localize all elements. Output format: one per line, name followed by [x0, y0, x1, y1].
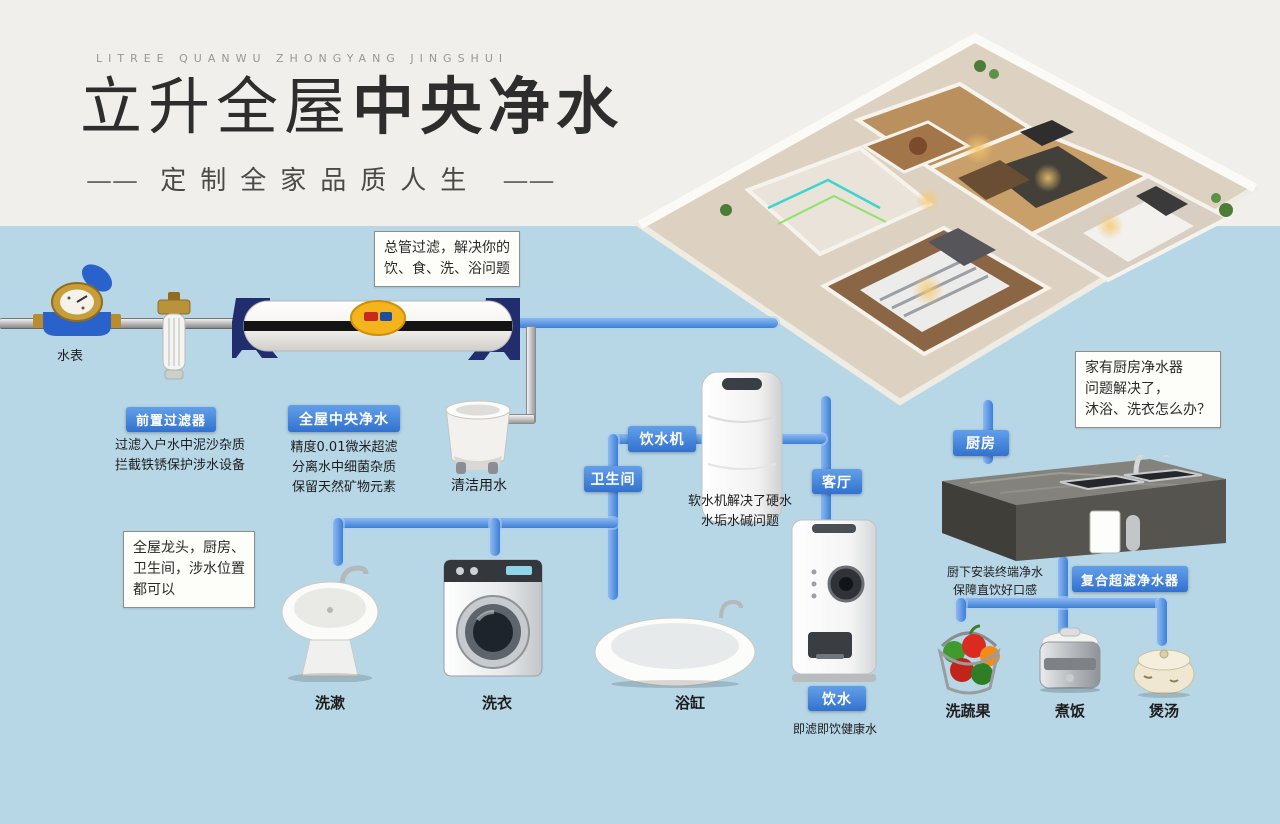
laundry-branch-pipe — [336, 518, 618, 528]
kitchen-counter-graphic — [942, 455, 1226, 561]
water-meter-graphic — [33, 264, 121, 336]
soup-drop-pipe — [1157, 598, 1167, 646]
prefilter-graphic — [157, 292, 191, 380]
basin-drop-pipe — [333, 518, 343, 566]
kitchen-question-callout: 家有厨房净水器 问题解决了， 沐浴、洗衣怎么办？ — [1075, 351, 1221, 428]
composite-purifier-badge: 复合超滤净水器 — [1072, 566, 1188, 592]
central-purifier-graphic — [232, 298, 520, 360]
kitchen-terminal-note: 厨下安装终端净水 保障直饮好口感 — [933, 563, 1057, 599]
kitchen-question-line2: 问题解决了， — [1085, 381, 1169, 397]
whole-house-callout-line1: 全屋龙头，厨房、 — [133, 540, 245, 556]
water-meter-label: 水表 — [56, 349, 83, 364]
house-floorplan-graphic — [634, 32, 1258, 406]
main-pipe-callout-line1: 总管过滤，解决你的 — [384, 240, 510, 256]
page-title-bold: 中央净水 — [352, 70, 625, 143]
whole-house-callout-line3: 都可以 — [133, 582, 175, 598]
softener-note: 软水机解决了硬水 水垢水碱问题 — [655, 492, 825, 532]
water-softener-graphic — [701, 371, 783, 523]
kitchen-branch-pipe — [956, 598, 1166, 608]
inlet-steel-pipe — [0, 318, 245, 329]
wash-basin-graphic — [281, 565, 379, 682]
header-latin-tagline: LITREE QUANWU ZHONGYANG JINGSHUI — [96, 52, 509, 65]
whole-house-callout: 全屋龙头，厨房、 卫生间，涉水位置 都可以 — [123, 531, 255, 608]
mop-sink-graphic — [445, 400, 511, 474]
living-room-badge: 客厅 — [812, 469, 862, 494]
kitchen-terminal-line2: 保障直饮好口感 — [952, 583, 1037, 597]
subtitle-text: 定制全家品质人生 — [160, 166, 481, 196]
page-title: 立升全屋中央净水 — [80, 76, 624, 138]
washer-label: 洗衣 — [481, 694, 512, 712]
bathroom-drop-pipe — [608, 434, 618, 600]
softener-note-line1: 软水机解决了硬水 — [687, 494, 792, 509]
central-note-line1: 精度0.01微米超滤 — [290, 440, 398, 455]
central-note-line3: 保留天然矿物元素 — [291, 480, 396, 495]
prefilter-badge: 前置过滤器 — [126, 407, 216, 432]
rice-label: 煮饭 — [1054, 702, 1085, 720]
main-pipe-callout-line2: 饮、食、洗、浴问题 — [384, 261, 510, 277]
kitchen-question-line3: 沐浴、洗衣怎么办？ — [1085, 402, 1211, 418]
prefilter-note-line2: 拦截铁锈保护涉水设备 — [114, 458, 245, 473]
subtitle-dash-left: —— — [86, 166, 138, 196]
washer-drop-pipe — [490, 518, 500, 556]
main-blue-pipe — [512, 318, 778, 328]
kitchen-terminal-line1: 厨下安装终端净水 — [946, 565, 1043, 579]
bathtub-graphic — [594, 599, 756, 688]
drink-note: 即滤即饮健康水 — [792, 722, 877, 736]
drink-badge: 饮水 — [808, 686, 866, 711]
mop-sink-pipe-vertical — [526, 326, 536, 423]
veggies-drop-pipe — [956, 598, 966, 622]
rice-cooker-graphic — [1039, 627, 1101, 693]
washing-machine-graphic — [443, 559, 543, 677]
main-pipe-callout: 总管过滤，解决你的 饮、食、洗、浴问题 — [374, 231, 520, 287]
central-note-line2: 分离水中细菌杂质 — [291, 460, 396, 475]
bathroom-badge: 卫生间 — [584, 466, 642, 492]
central-purifier-badge: 全屋中央净水 — [288, 405, 400, 432]
mop-sink-label: 清洁用水 — [451, 478, 507, 494]
whole-house-callout-line2: 卫生间，涉水位置 — [133, 561, 245, 577]
page-subtitle: —— 定制全家品质人生 —— — [86, 160, 555, 197]
basin-label: 洗漱 — [314, 694, 345, 712]
dispenser-badge: 饮水机 — [628, 426, 696, 452]
veggies-label: 洗蔬果 — [945, 702, 991, 720]
kitchen-question-line1: 家有厨房净水器 — [1085, 360, 1183, 376]
softener-note-line2: 水垢水碱问题 — [700, 514, 779, 529]
living-room-drop-pipe — [821, 396, 831, 524]
prefilter-note-line1: 过滤入户水中泥沙杂质 — [114, 438, 245, 453]
bathtub-label: 浴缸 — [674, 694, 705, 712]
page-title-light: 立升全屋 — [80, 70, 353, 143]
subtitle-dash-right: —— — [502, 166, 555, 196]
kitchen-badge: 厨房 — [953, 430, 1009, 456]
water-dispenser-graphic — [791, 519, 877, 682]
undersink-drop-pipe — [1058, 556, 1068, 638]
soup-label: 煲汤 — [1148, 702, 1179, 720]
central-purifier-note: 精度0.01微米超滤 分离水中细菌杂质 保留天然矿物元素 — [282, 438, 406, 498]
veggie-basket-graphic — [937, 624, 1001, 695]
prefilter-note: 过滤入户水中泥沙杂质 拦截铁锈保护涉水设备 — [95, 436, 265, 476]
soup-pot-graphic — [1133, 649, 1195, 698]
